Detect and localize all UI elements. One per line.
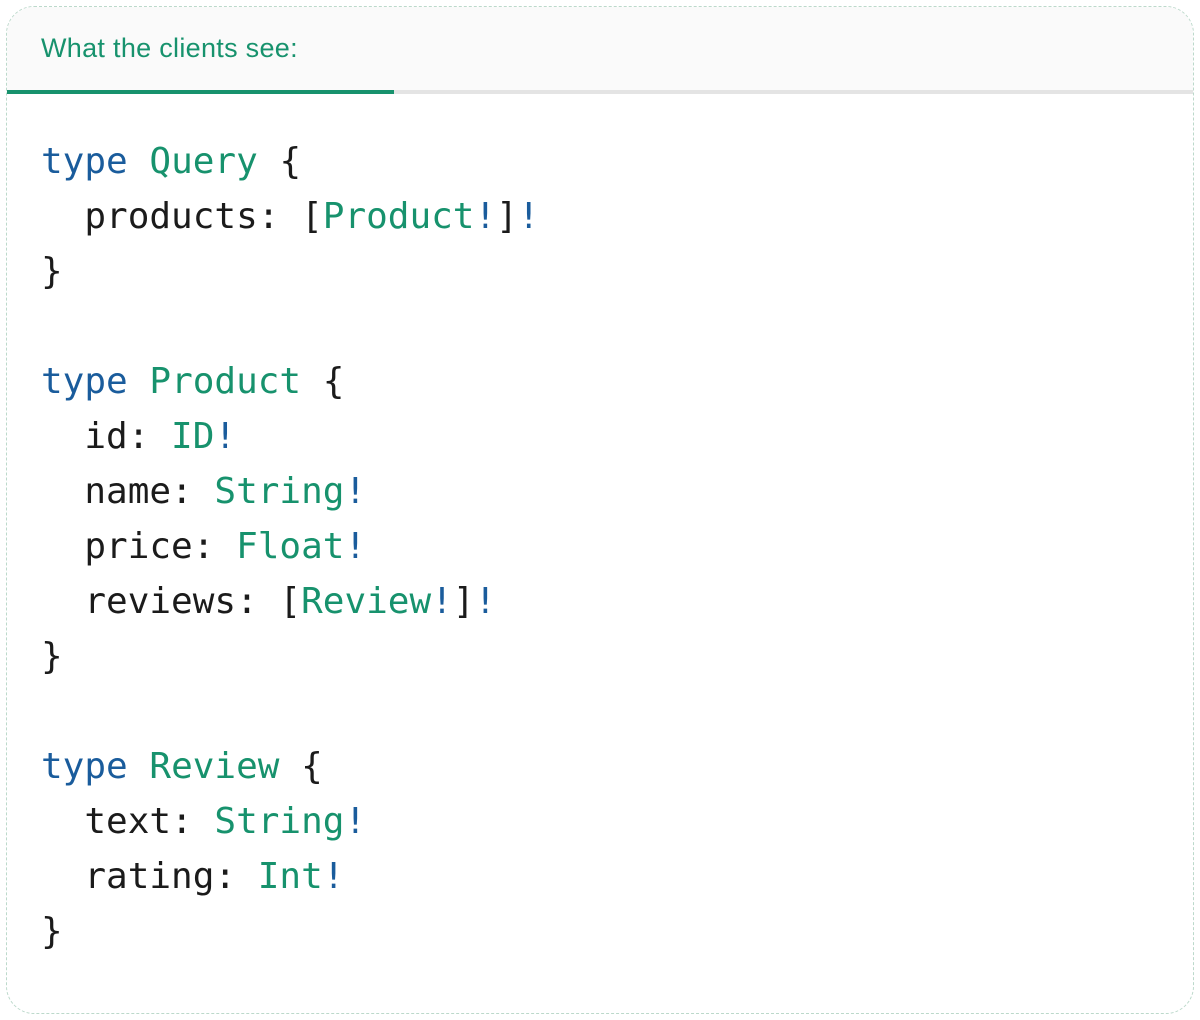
card-header: What the clients see:	[7, 7, 1193, 94]
code-token: text:	[41, 801, 215, 842]
code-token: Int	[257, 856, 323, 897]
code-line: price: Float!	[41, 519, 1173, 574]
code-token: !	[344, 801, 367, 842]
code-token	[128, 361, 150, 402]
code-token: reviews: [	[41, 581, 302, 622]
code-line: type Product {	[41, 354, 1173, 409]
code-token: !	[344, 471, 367, 512]
code-line: id: ID!	[41, 409, 1173, 464]
code-token: {	[279, 746, 323, 787]
code-token: price:	[41, 526, 237, 567]
code-line: rating: Int!	[41, 849, 1173, 904]
code-token: Query	[149, 141, 258, 182]
code-token	[128, 141, 150, 182]
code-token: }	[41, 251, 63, 292]
code-token: String	[214, 801, 345, 842]
code-token: type	[41, 361, 128, 402]
code-token: !	[344, 526, 367, 567]
code-line: }	[41, 244, 1173, 299]
code-token: }	[41, 911, 63, 952]
code-line	[41, 299, 1173, 354]
card-title: What the clients see:	[41, 33, 298, 63]
code-line: text: String!	[41, 794, 1173, 849]
code-token: {	[257, 141, 302, 182]
code-line: reviews: [Review!]!	[41, 574, 1173, 629]
code-token: !	[214, 416, 237, 457]
graphql-schema-code: type Query { products: [Product!]!} type…	[7, 94, 1193, 959]
code-line: }	[41, 629, 1173, 684]
code-token: !	[431, 581, 453, 622]
code-token: !	[474, 196, 497, 237]
code-token: Product	[322, 196, 475, 237]
tab-underline	[7, 90, 394, 94]
code-token: String	[214, 471, 345, 512]
code-token: ]	[452, 581, 475, 622]
code-line: products: [Product!]!	[41, 189, 1173, 244]
code-token: name:	[41, 471, 215, 512]
code-line	[41, 684, 1173, 739]
code-token: Float	[236, 526, 345, 567]
code-token: rating:	[41, 856, 258, 897]
code-token: Product	[149, 361, 302, 402]
code-token: type	[41, 141, 128, 182]
code-token: ]	[496, 196, 518, 237]
code-token	[128, 746, 150, 787]
code-token: !	[517, 196, 540, 237]
code-line: type Review {	[41, 739, 1173, 794]
code-token: products: [	[41, 196, 323, 237]
code-token: !	[474, 581, 497, 622]
code-token: Review	[149, 746, 280, 787]
code-token: Review	[301, 581, 432, 622]
code-token: }	[41, 636, 63, 677]
code-token: {	[301, 361, 345, 402]
code-token: !	[322, 856, 345, 897]
code-line: type Query {	[41, 134, 1173, 189]
schema-card: What the clients see: type Query { produ…	[6, 6, 1194, 1014]
code-line: }	[41, 904, 1173, 959]
code-token: id:	[41, 416, 172, 457]
code-token: type	[41, 746, 128, 787]
code-line: name: String!	[41, 464, 1173, 519]
code-token: ID	[171, 416, 215, 457]
